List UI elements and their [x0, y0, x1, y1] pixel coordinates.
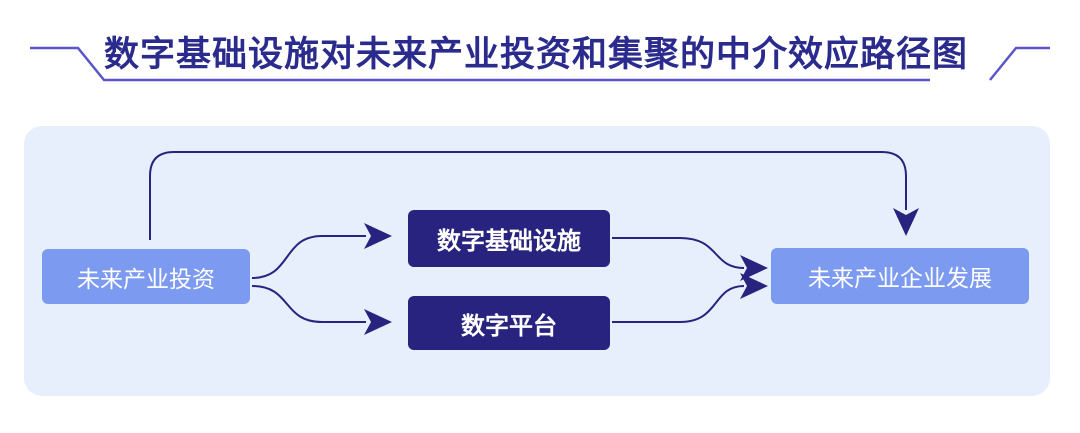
page-title: 数字基础设施对未来产业投资和集聚的中介效应路径图	[104, 35, 969, 75]
platform-to-target-arrowhead	[740, 273, 768, 299]
title-left-bracket-line	[30, 46, 930, 82]
node-future-industry-investment: 未来产业投资	[42, 249, 250, 304]
source-to-infra-arrowhead	[364, 223, 392, 249]
infra-to-target-arrowhead	[740, 255, 768, 281]
source-to-platform-connector	[251, 285, 366, 323]
source-to-infra-connector	[251, 235, 366, 279]
node-digital-infrastructure: 数字基础设施	[408, 210, 610, 267]
node-digital-platform: 数字平台	[408, 296, 610, 350]
platform-to-target-connector	[612, 285, 745, 323]
source-to-platform-arrowhead	[364, 309, 392, 335]
node-future-industry-enterprise-development: 未来产业企业发展	[771, 248, 1029, 304]
title-right-bracket-line	[989, 46, 1050, 81]
direct-effect-arrowhead	[893, 208, 919, 236]
direct-effect-connector	[149, 151, 907, 240]
infra-to-target-connector	[612, 237, 745, 269]
title-decoration	[30, 46, 1050, 82]
